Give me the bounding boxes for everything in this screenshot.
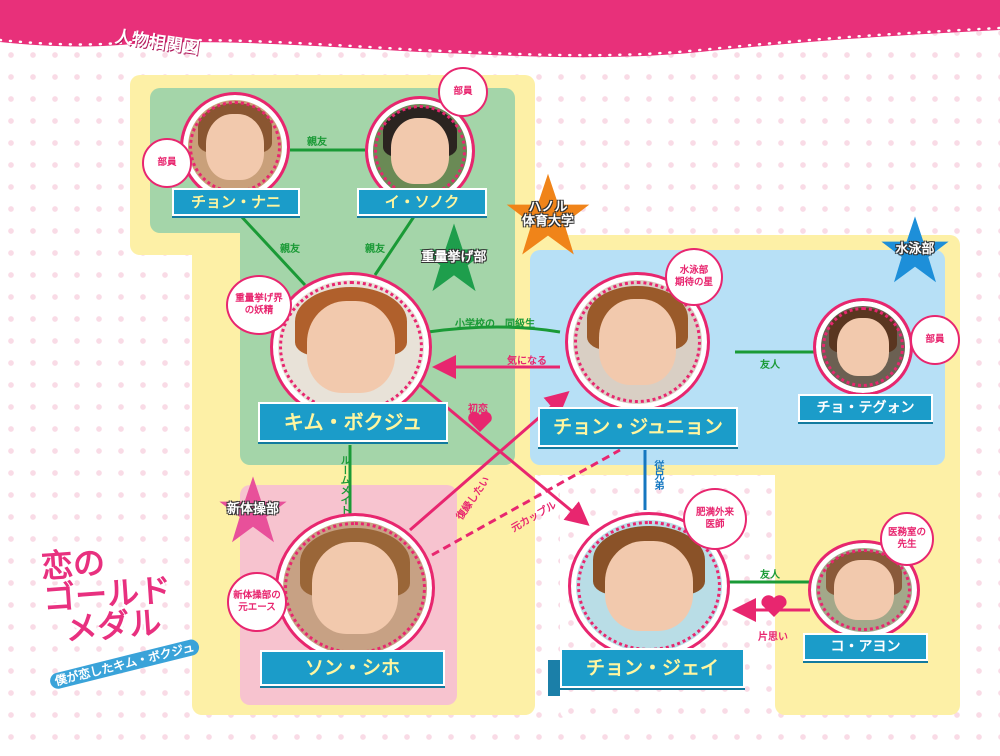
label-bokju-siho: ルームメイト <box>338 455 349 515</box>
name-banner-sonok: イ・ソノク <box>345 188 499 224</box>
logo-line: メダル <box>64 603 163 649</box>
speech-bubble-tegwon: 部員 <box>910 315 960 365</box>
name-banner-jei: チョン・ジェイ <box>548 648 757 696</box>
speech-bubble-jei: 肥満外来 医師 <box>683 488 747 550</box>
name-banner-siho: ソン・シホ <box>248 650 457 694</box>
heart-icon-one-sided <box>761 595 787 617</box>
label-ayeon-jei: 片思い <box>758 632 788 643</box>
label-nani-bokju: 親友 <box>280 244 300 255</box>
group-label: 水泳部 <box>895 241 935 257</box>
portrait-sonok[interactable] <box>365 96 475 206</box>
label-junhyung-tegwon: 友人 <box>760 360 780 371</box>
group-star-swimming: 水泳部 <box>880 215 950 285</box>
label-bokju-junhyung: 小学校の 同級生 <box>455 319 535 330</box>
label-sonok-bokju: 親友 <box>365 244 385 255</box>
heart-icon-first-love <box>468 411 492 432</box>
star-icon <box>881 216 949 283</box>
portrait-tegwon[interactable] <box>813 298 913 396</box>
star-icon <box>419 223 489 292</box>
group-star-gymnastics: 新体操部 <box>218 475 288 545</box>
label-nani-sonok: 親友 <box>307 137 327 148</box>
label-jei-ayeon: 友人 <box>760 570 780 581</box>
logo-subtitle: 僕が恋したキム・ボクジュ <box>48 637 201 691</box>
name-banner-tegwon: チョ・テグォン <box>786 394 945 430</box>
label-junhyung-bokju: 気になる <box>507 356 547 367</box>
speech-bubble-junhyung: 水泳部 期待の星 <box>665 248 723 306</box>
line-bokju-junhyung <box>427 325 561 334</box>
group-star-university: ハノル 体育大学 <box>505 172 591 258</box>
speech-bubble-nani: 部員 <box>142 138 192 188</box>
portrait-siho[interactable] <box>275 513 435 663</box>
portrait-nani[interactable] <box>180 92 290 202</box>
name-banner-ayeon: コ・アヨン <box>791 633 940 669</box>
speech-bubble-bokju: 重量挙げ界 の妖精 <box>226 275 292 335</box>
speech-bubble-siho: 新体操部の 元エース <box>227 572 287 632</box>
group-label: ハノル 体育大学 <box>521 199 574 229</box>
label-bokju-jei: 初恋 <box>468 404 488 415</box>
group-label: 新体操部 <box>226 501 279 517</box>
line-nani-bokju <box>238 213 307 287</box>
group-label: 重量挙げ部 <box>421 249 487 265</box>
label-junhyung-jei: 従兄弟 <box>652 460 663 490</box>
portrait-ayeon[interactable] <box>808 540 920 640</box>
name-banner-bokju: キム・ボクジュ <box>246 402 460 450</box>
header-band <box>0 0 1000 58</box>
group-star-weightlifting: 重量挙げ部 <box>418 222 490 294</box>
line-siho-junhyung-past <box>431 448 621 557</box>
portrait-jei[interactable] <box>568 512 730 660</box>
name-banner-junhyung: チョン・ジュニョン <box>526 407 750 455</box>
star-icon <box>506 173 590 255</box>
line-sonok-bokju <box>373 214 417 276</box>
speech-bubble-ayeon: 医務室の 先生 <box>880 512 934 566</box>
show-logo: 恋の ゴールド メダル 僕が恋したキム・ボクジュ <box>40 540 210 701</box>
speech-bubble-sonok: 部員 <box>438 67 488 117</box>
portrait-bokju[interactable] <box>270 272 432 422</box>
star-icon <box>219 476 287 543</box>
name-banner-nani: チョン・ナニ <box>160 188 312 224</box>
